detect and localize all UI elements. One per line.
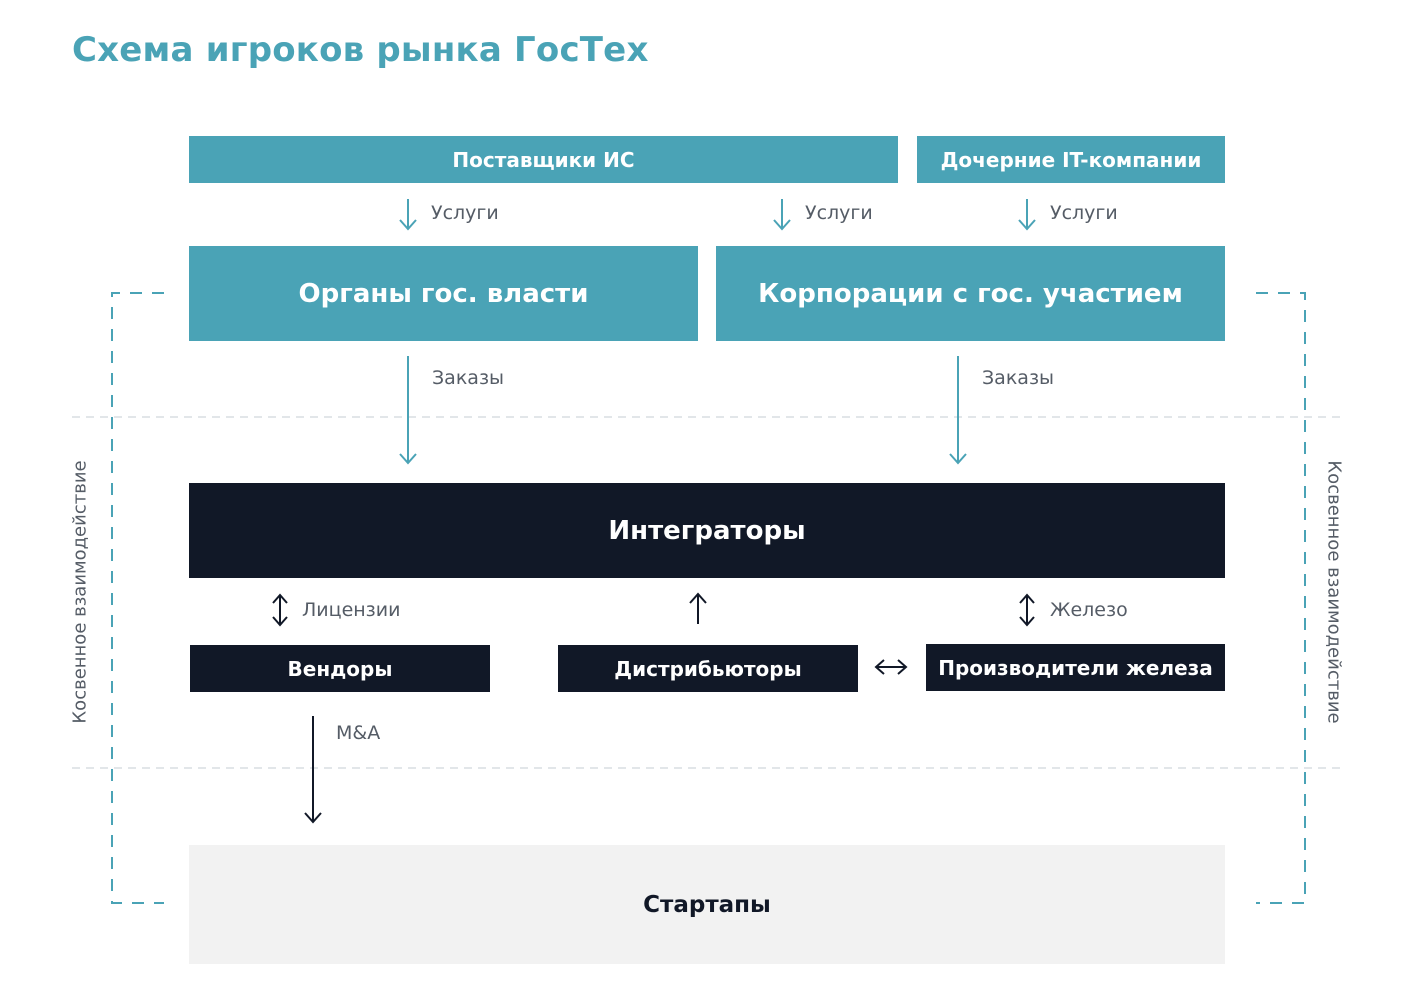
arrow-services-1	[399, 199, 417, 231]
node-corporations: Корпорации с гос. участием	[716, 246, 1225, 341]
arrow-ma	[304, 716, 322, 824]
node-suppliers: Поставщики ИС	[189, 136, 898, 183]
left-bracket	[111, 292, 164, 904]
arrow-orders-2	[949, 356, 967, 465]
label-orders-2: Заказы	[982, 367, 1055, 389]
node-distributors: Дистрибьюторы	[558, 645, 858, 692]
side-label-left: Косвенное взаимодействие	[69, 460, 91, 724]
node-startups: Стартапы	[189, 845, 1225, 964]
label-licenses: Лицензии	[302, 599, 401, 621]
label-services-2: Услуги	[805, 202, 873, 224]
label-services-3: Услуги	[1050, 202, 1118, 224]
arrow-services-2	[773, 199, 791, 231]
arrow-orders-1	[399, 356, 417, 465]
arrow-services-3	[1018, 199, 1036, 231]
arrow-distributors-hardware	[874, 659, 908, 675]
node-integrators: Интеграторы	[189, 483, 1225, 578]
label-hardware: Железо	[1050, 599, 1128, 621]
node-vendors: Вендоры	[190, 645, 490, 692]
right-bracket	[1256, 292, 1306, 904]
diagram-title: Схема игроков рынка ГосТех	[72, 30, 649, 70]
arrow-distributors-up	[689, 592, 707, 624]
label-services-1: Услуги	[431, 202, 499, 224]
arrow-licenses	[272, 593, 288, 627]
label-orders-1: Заказы	[432, 367, 505, 389]
label-ma: M&A	[336, 722, 381, 744]
node-hardware-makers: Производители железа	[926, 644, 1225, 691]
arrow-hardware	[1019, 593, 1035, 627]
node-subsidiaries: Дочерние IT-компании	[917, 136, 1225, 183]
node-government: Органы гос. власти	[189, 246, 698, 341]
side-label-right: Косвенное взаимодействие	[1323, 460, 1345, 724]
